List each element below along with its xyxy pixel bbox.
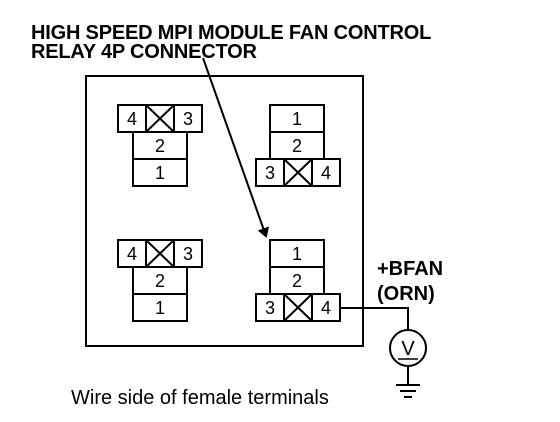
test-wire [340, 307, 409, 330]
voltmeter-icon: V [389, 329, 427, 367]
voltmeter-symbol: V [401, 338, 415, 360]
diagram-title-line2: RELAY 4P CONNECTOR [31, 41, 257, 63]
housing-frame [85, 75, 364, 347]
connector-top-right: 1 2 3 4 [255, 104, 341, 187]
pin-label: 2 [292, 271, 302, 291]
leader-arrow [202, 57, 269, 238]
pin-label: 4 [321, 298, 331, 318]
ground-icon [396, 366, 420, 398]
pin-label: 1 [292, 109, 302, 129]
pin-label: 3 [265, 298, 275, 318]
pin-label: 4 [321, 163, 331, 183]
pin-label: 3 [183, 244, 193, 264]
pin-label: 4 [127, 109, 137, 129]
pin-label: 3 [183, 109, 193, 129]
connector-bottom-left: 4 3 2 1 [117, 239, 203, 322]
diagram-caption: Wire side of female terminals [71, 387, 329, 409]
connector-top-right-row3 [255, 158, 341, 187]
wire-color-label: (ORN) [377, 283, 435, 305]
wire-signal-label: +BFAN [377, 258, 444, 280]
pin-label: 2 [155, 136, 165, 156]
pin-label: 2 [292, 136, 302, 156]
pin-label: 2 [155, 271, 165, 291]
pin-label: 1 [155, 298, 165, 318]
diagram-title-line1: HIGH SPEED MPI MODULE FAN CONTROL [31, 22, 432, 44]
pin-label: 3 [265, 163, 275, 183]
connector-bottom-right: 1 2 3 4 [255, 239, 341, 322]
connector-top-left: 4 3 2 1 [117, 104, 203, 187]
pin-label: 1 [155, 163, 165, 183]
pin-label: 4 [127, 244, 137, 264]
pin-label: 1 [292, 244, 302, 264]
